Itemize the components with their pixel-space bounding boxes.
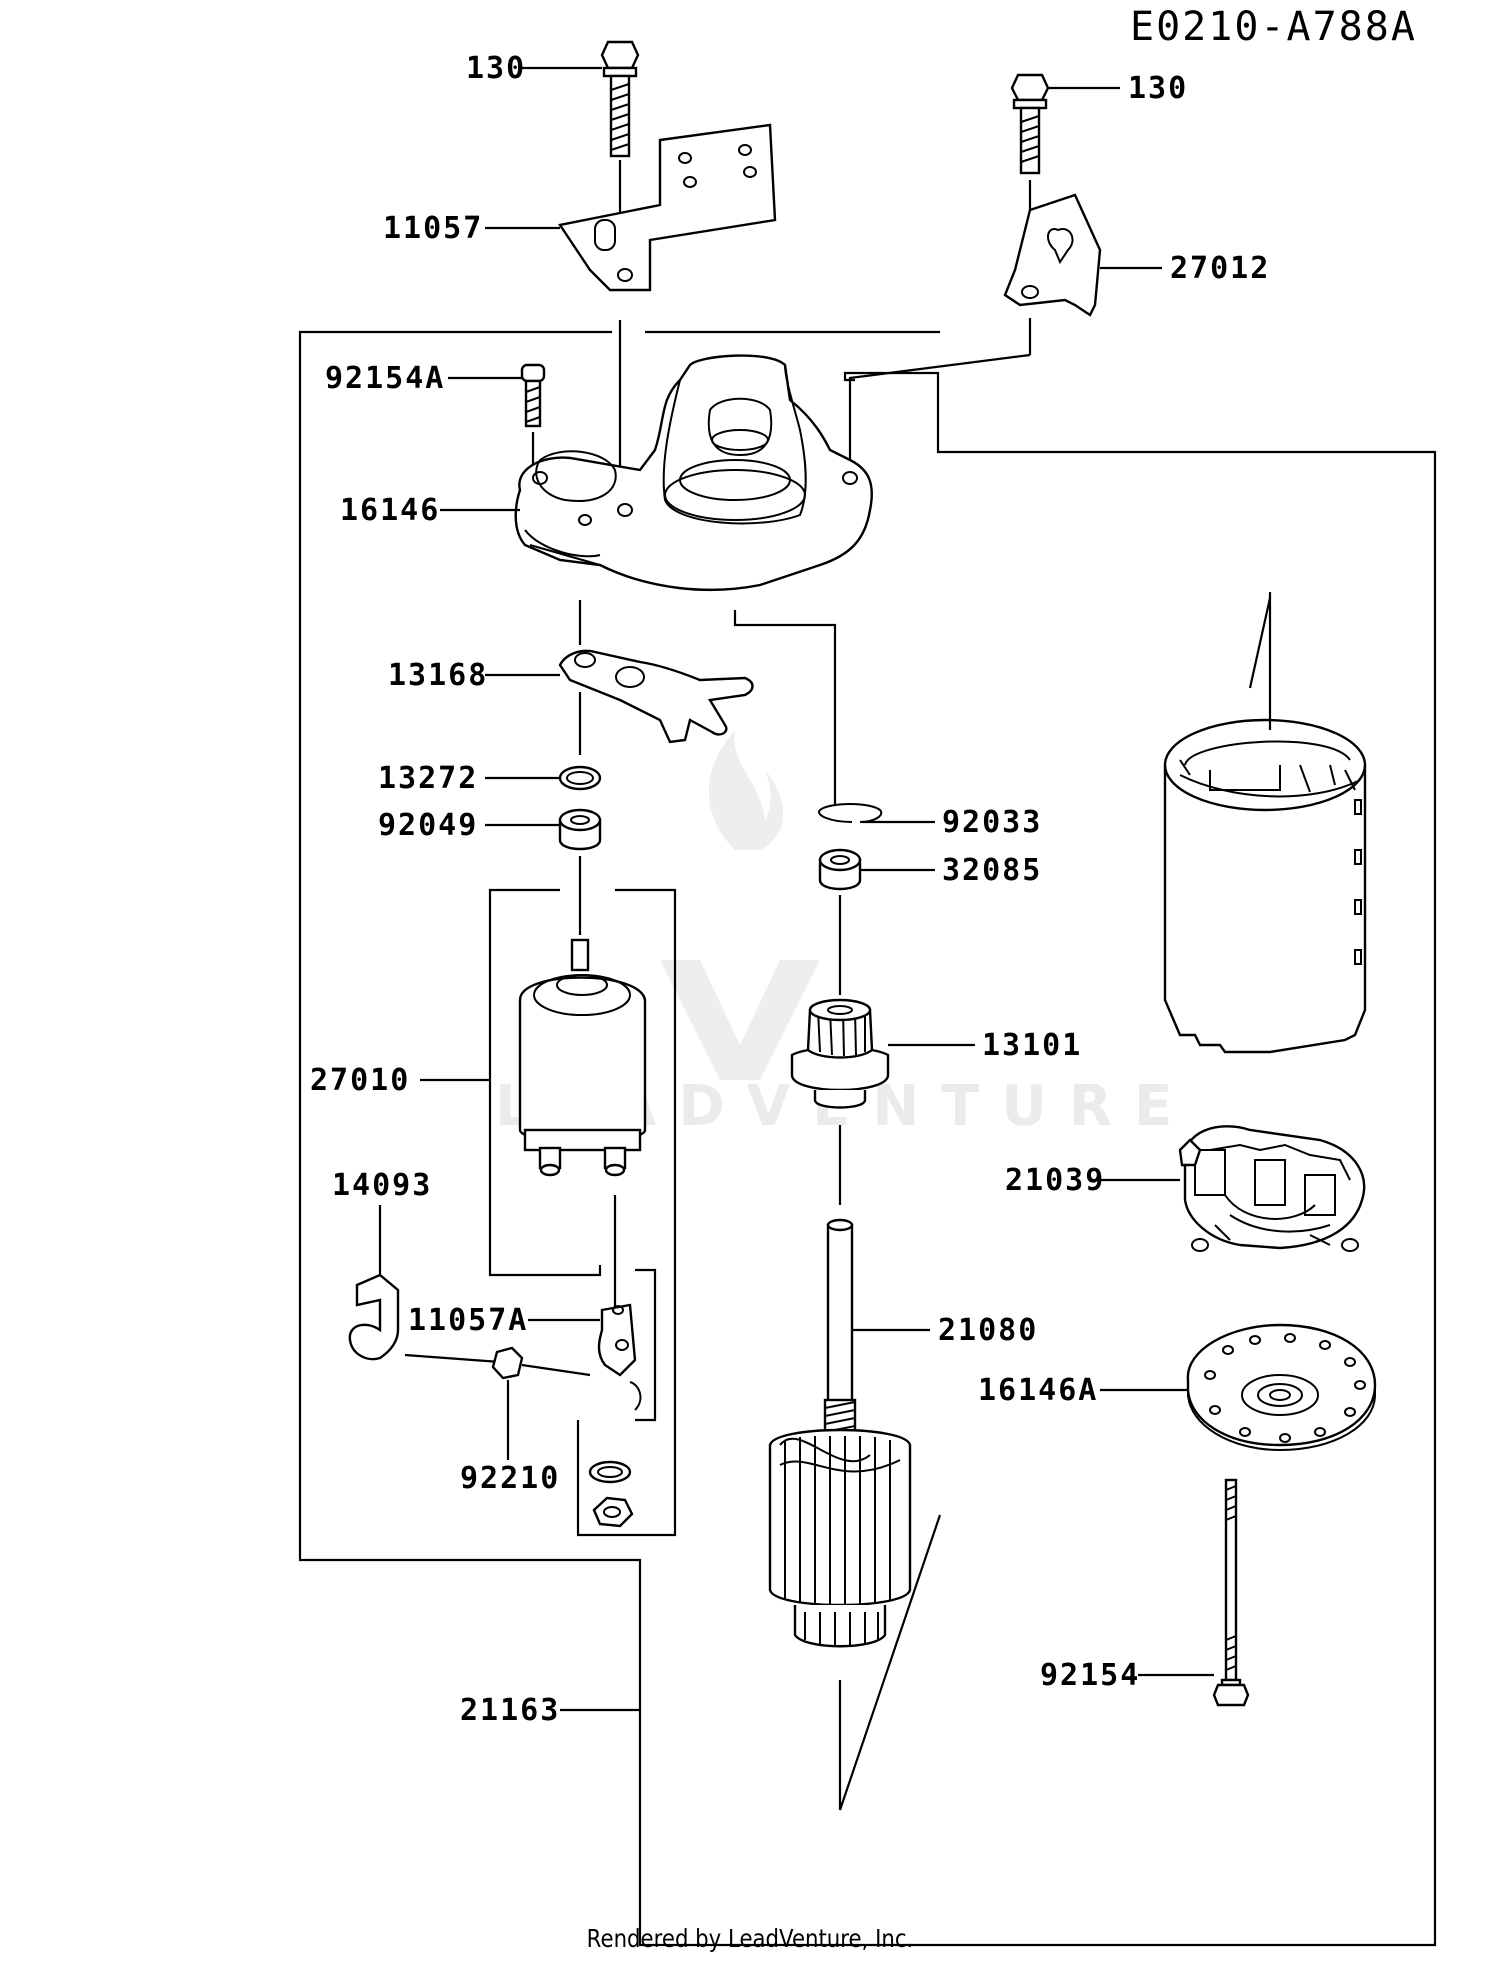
label-21163: 21163	[460, 1693, 560, 1728]
label-92049: 92049	[378, 808, 478, 843]
label-130-right: 130	[1128, 71, 1188, 106]
label-92033: 92033	[942, 805, 1042, 840]
leader-lines	[420, 66, 1214, 1712]
label-16146: 16146	[340, 493, 440, 528]
seal-92049	[558, 808, 602, 935]
label-92154: 92154	[1040, 1658, 1140, 1693]
yoke-housing	[1163, 592, 1367, 1054]
nut-92210	[491, 1346, 591, 1460]
through-bolt-92154	[1212, 1478, 1250, 1707]
washer-13272	[558, 765, 602, 791]
diagram-code: E0210-A788A	[1130, 4, 1417, 50]
footer-credit: Rendered by LeadVenture, Inc.	[586, 1924, 914, 1953]
collar-32085	[818, 848, 862, 995]
plate-14093	[348, 1205, 501, 1364]
label-32085: 32085	[942, 853, 1042, 888]
armature-21080	[768, 1218, 942, 1811]
pinion-13101	[790, 998, 890, 1205]
label-130-left: 130	[466, 51, 526, 86]
lever-13168	[558, 649, 754, 755]
label-16146a: 16146A	[978, 1373, 1098, 1408]
label-13101: 13101	[982, 1028, 1082, 1063]
label-13272: 13272	[378, 761, 478, 796]
label-92154a: 92154A	[325, 361, 445, 396]
brush-holder-21039	[1178, 1125, 1366, 1252]
label-14093: 14093	[332, 1168, 432, 1203]
label-92210: 92210	[460, 1461, 560, 1496]
label-21080: 21080	[938, 1313, 1038, 1348]
housing-16146	[514, 354, 873, 592]
label-11057a: 11057A	[408, 1303, 528, 1338]
bolt-130-right	[1010, 73, 1050, 285]
screw-92154a	[520, 363, 546, 478]
solenoid-bracket	[488, 888, 677, 1537]
label-13168: 13168	[388, 658, 488, 693]
label-11057: 11057	[383, 211, 483, 246]
assembly-outline	[298, 330, 1437, 1947]
snap-ring-92033	[818, 803, 883, 823]
end-cover-16146a	[1186, 1323, 1377, 1452]
label-27010: 27010	[310, 1063, 410, 1098]
plate-27012	[848, 193, 1102, 480]
label-27012: 27012	[1170, 251, 1270, 286]
bracket-11057a	[588, 1303, 642, 1528]
solenoid-27010	[518, 938, 647, 1320]
label-21039: 21039	[1005, 1163, 1105, 1198]
